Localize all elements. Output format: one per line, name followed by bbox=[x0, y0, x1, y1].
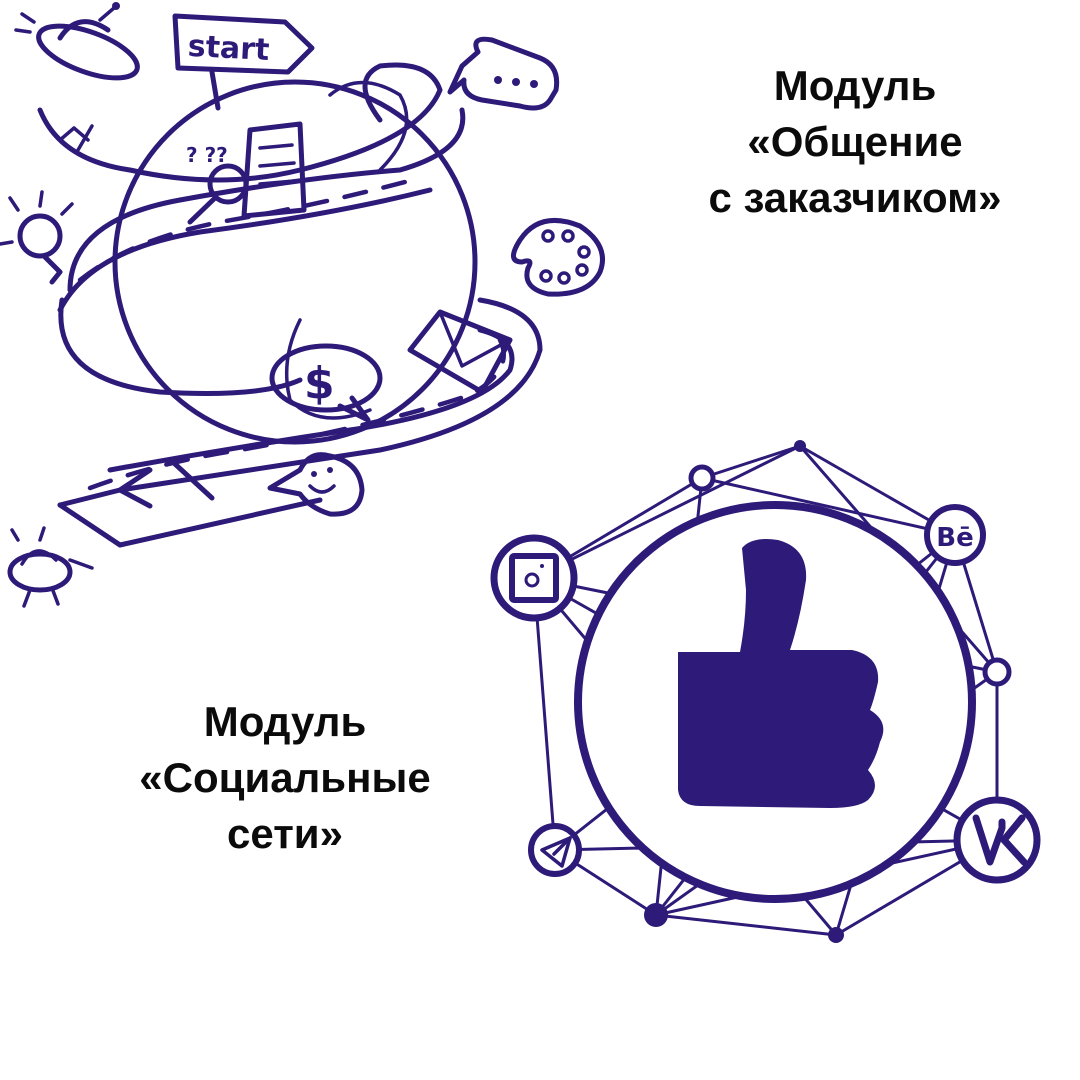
thumbs-up-icon bbox=[678, 539, 884, 808]
title-line: Модуль bbox=[203, 698, 367, 745]
behance-label: Bē bbox=[936, 523, 973, 553]
palette-icon bbox=[511, 217, 605, 297]
network-node-icon bbox=[794, 440, 806, 452]
envelope-icon bbox=[407, 309, 513, 395]
module-title-social-networks: Модуль «Социальные сети» bbox=[120, 694, 450, 862]
signpost-icon: start bbox=[172, 13, 315, 111]
title-line: Модуль bbox=[773, 62, 937, 109]
title-line: сети» bbox=[227, 810, 343, 857]
instagram-icon bbox=[490, 534, 578, 622]
network-node-icon bbox=[982, 657, 1012, 687]
svg-text:? ??: ? ?? bbox=[186, 143, 228, 167]
signpost-text: start bbox=[187, 29, 270, 68]
ufo-icon bbox=[14, 2, 140, 81]
lightbulb-icon bbox=[0, 190, 74, 285]
module-title-customer-communication: Модуль «Общение с заказчиком» bbox=[690, 58, 1020, 226]
behance-icon: Bē bbox=[924, 504, 986, 566]
vk-icon bbox=[953, 796, 1041, 884]
code-tag-icon bbox=[58, 124, 215, 509]
speech-bubble-dots-icon bbox=[447, 36, 560, 111]
document-icon: ? ?? bbox=[186, 121, 307, 225]
globe-icon bbox=[112, 79, 478, 445]
network-node-icon bbox=[828, 927, 844, 943]
smiley-bubble-icon bbox=[267, 452, 365, 517]
title-line: «Общение bbox=[747, 118, 963, 165]
telegram-icon bbox=[528, 823, 582, 877]
social-illustration: Bē bbox=[490, 440, 1041, 943]
road-icon bbox=[37, 62, 543, 548]
dollar-bubble-icon: $ bbox=[269, 343, 383, 423]
title-line: «Социальные bbox=[139, 754, 431, 801]
communication-illustration: start ? ?? bbox=[0, 2, 605, 608]
network-node-icon bbox=[644, 903, 668, 927]
title-line: с заказчиком» bbox=[708, 174, 1002, 221]
svg-text:$: $ bbox=[304, 358, 335, 409]
alien-icon bbox=[7, 526, 94, 608]
network-node-icon bbox=[688, 464, 716, 492]
